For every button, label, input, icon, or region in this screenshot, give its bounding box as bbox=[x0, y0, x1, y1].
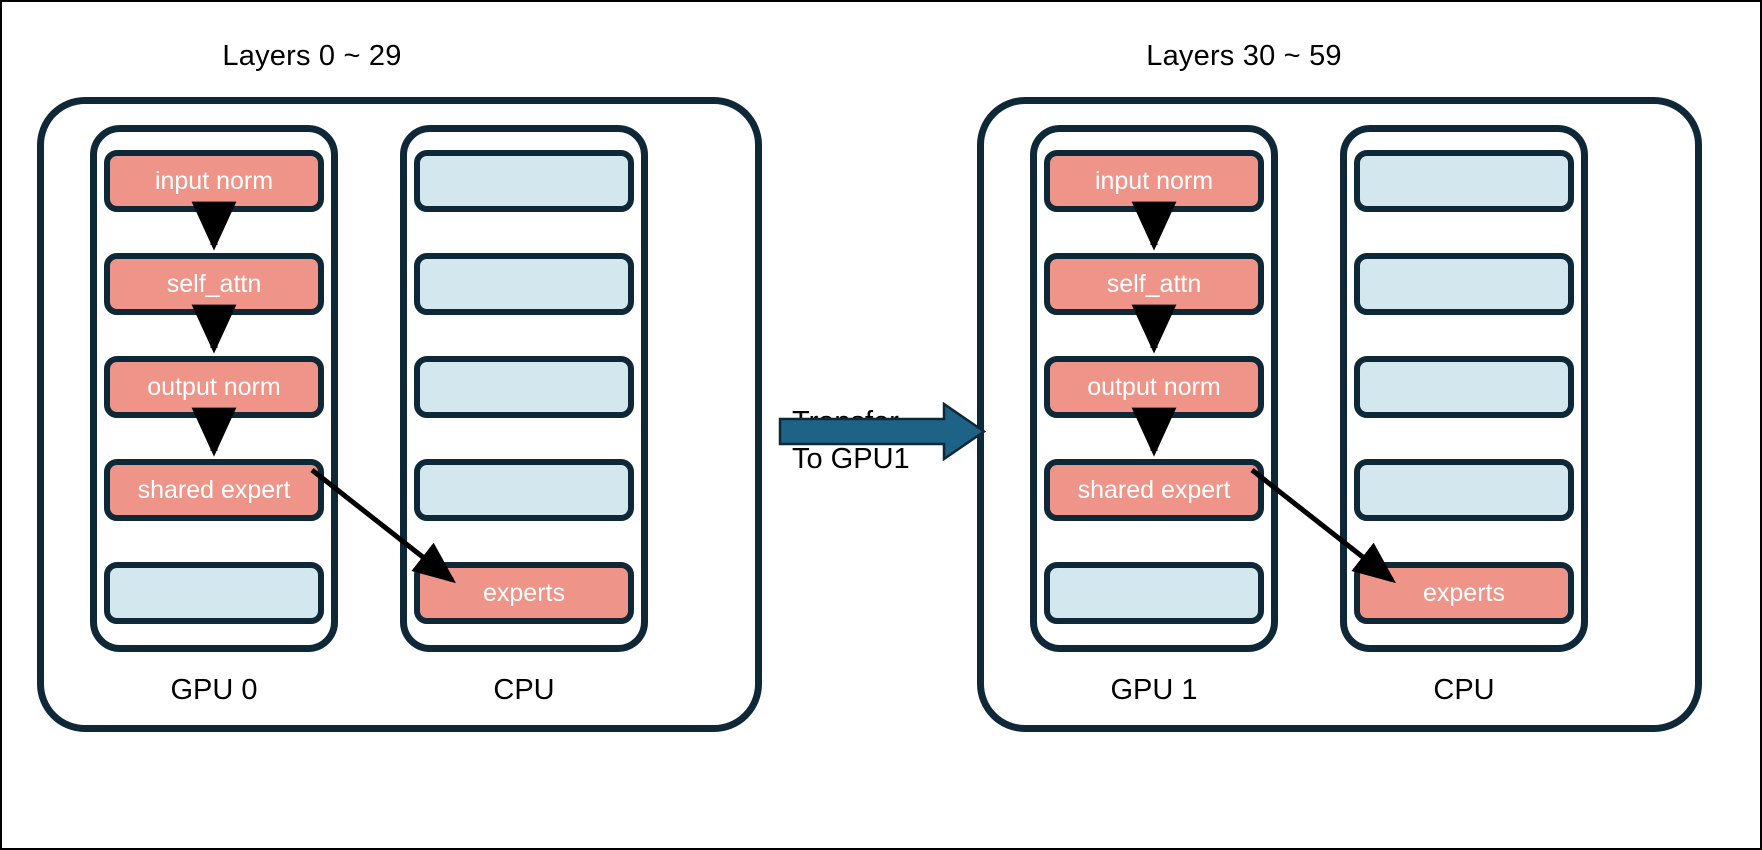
transfer-label: Transfer To GPU1 bbox=[792, 404, 910, 477]
slot-label: shared expert bbox=[1077, 475, 1231, 504]
slot-gpu0-1[interactable]: self_attn bbox=[104, 253, 324, 315]
slot-cpu1-2[interactable] bbox=[1354, 356, 1574, 418]
slot-cpu1-4[interactable]: experts bbox=[1354, 562, 1574, 624]
group-title-right: Layers 30 ~ 59 bbox=[1146, 40, 1342, 72]
slot-gpu0-3[interactable]: shared expert bbox=[104, 459, 324, 521]
device-label-cpu0: CPU bbox=[493, 674, 555, 706]
slot-label: input norm bbox=[1094, 166, 1214, 195]
slot-gpu0-2[interactable]: output norm bbox=[104, 356, 324, 418]
device-label-gpu1: GPU 1 bbox=[1110, 674, 1198, 706]
slot-cpu1-3[interactable] bbox=[1354, 459, 1574, 521]
slot-cpu0-4[interactable]: experts bbox=[414, 562, 634, 624]
slot-label: output norm bbox=[1087, 372, 1221, 401]
slot-gpu1-4[interactable] bbox=[1044, 562, 1264, 624]
slot-gpu0-0[interactable]: input norm bbox=[104, 150, 324, 212]
slot-gpu0-4[interactable] bbox=[104, 562, 324, 624]
device-label-cpu1: CPU bbox=[1433, 674, 1495, 706]
slot-cpu1-0[interactable] bbox=[1354, 150, 1574, 212]
group-title-left: Layers 0 ~ 29 bbox=[222, 40, 402, 72]
slot-cpu0-3[interactable] bbox=[414, 459, 634, 521]
slot-cpu1-1[interactable] bbox=[1354, 253, 1574, 315]
slot-gpu1-1[interactable]: self_attn bbox=[1044, 253, 1264, 315]
slot-cpu0-0[interactable] bbox=[414, 150, 634, 212]
transfer-label-line1: Transfer bbox=[792, 406, 899, 438]
transfer-label-line2: To GPU1 bbox=[792, 442, 910, 475]
slot-label: experts bbox=[483, 578, 565, 607]
slot-gpu1-2[interactable]: output norm bbox=[1044, 356, 1264, 418]
slot-label: experts bbox=[1423, 578, 1505, 607]
slot-label: output norm bbox=[147, 372, 281, 401]
slot-label: input norm bbox=[154, 166, 274, 195]
slot-gpu1-0[interactable]: input norm bbox=[1044, 150, 1264, 212]
slot-label: self_attn bbox=[1106, 269, 1202, 298]
slot-label: shared expert bbox=[137, 475, 291, 504]
slot-cpu0-2[interactable] bbox=[414, 356, 634, 418]
slot-gpu1-3[interactable]: shared expert bbox=[1044, 459, 1264, 521]
slot-label: self_attn bbox=[166, 269, 262, 298]
device-label-gpu0: GPU 0 bbox=[170, 674, 258, 706]
slot-cpu0-1[interactable] bbox=[414, 253, 634, 315]
